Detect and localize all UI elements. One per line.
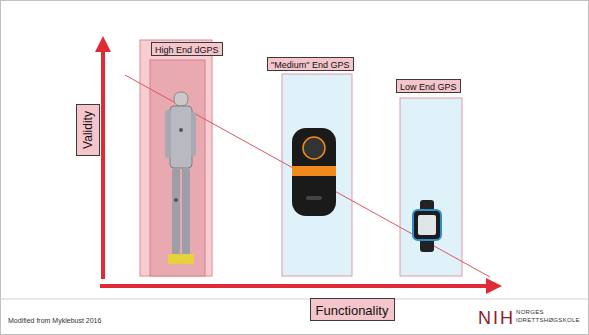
gps-pod <box>292 128 336 216</box>
gps-watch <box>413 200 441 252</box>
axis-label-box: Validity <box>76 104 100 156</box>
medium-column <box>282 74 352 276</box>
column-header: "Medium" End GPS <box>267 57 354 71</box>
column-header: High End dGPS <box>151 42 223 56</box>
validity-axis <box>101 44 105 279</box>
logo-mark: NIH <box>478 309 515 327</box>
node-text: High End dGPS <box>155 45 219 55</box>
axis-label-box: Functionality <box>310 298 395 321</box>
node-text: Validity <box>81 111 95 149</box>
source-note: Modified from Myklebust 2016 <box>8 317 101 324</box>
node-text: "Medium" End GPS <box>271 60 350 70</box>
node-text: Low End GPS <box>400 82 457 92</box>
trend-line <box>125 75 490 277</box>
high-end-column <box>140 40 212 276</box>
column-header: Low End GPS <box>396 79 461 93</box>
person-figure <box>165 92 196 264</box>
logo-text: NORGES IDRETTSHØGSKOLE <box>516 309 582 325</box>
functionality-axis <box>100 284 494 288</box>
low-column <box>400 98 462 276</box>
node-text: Functionality <box>316 303 389 318</box>
high-end-inner <box>150 60 205 276</box>
footer-rule <box>0 299 589 300</box>
